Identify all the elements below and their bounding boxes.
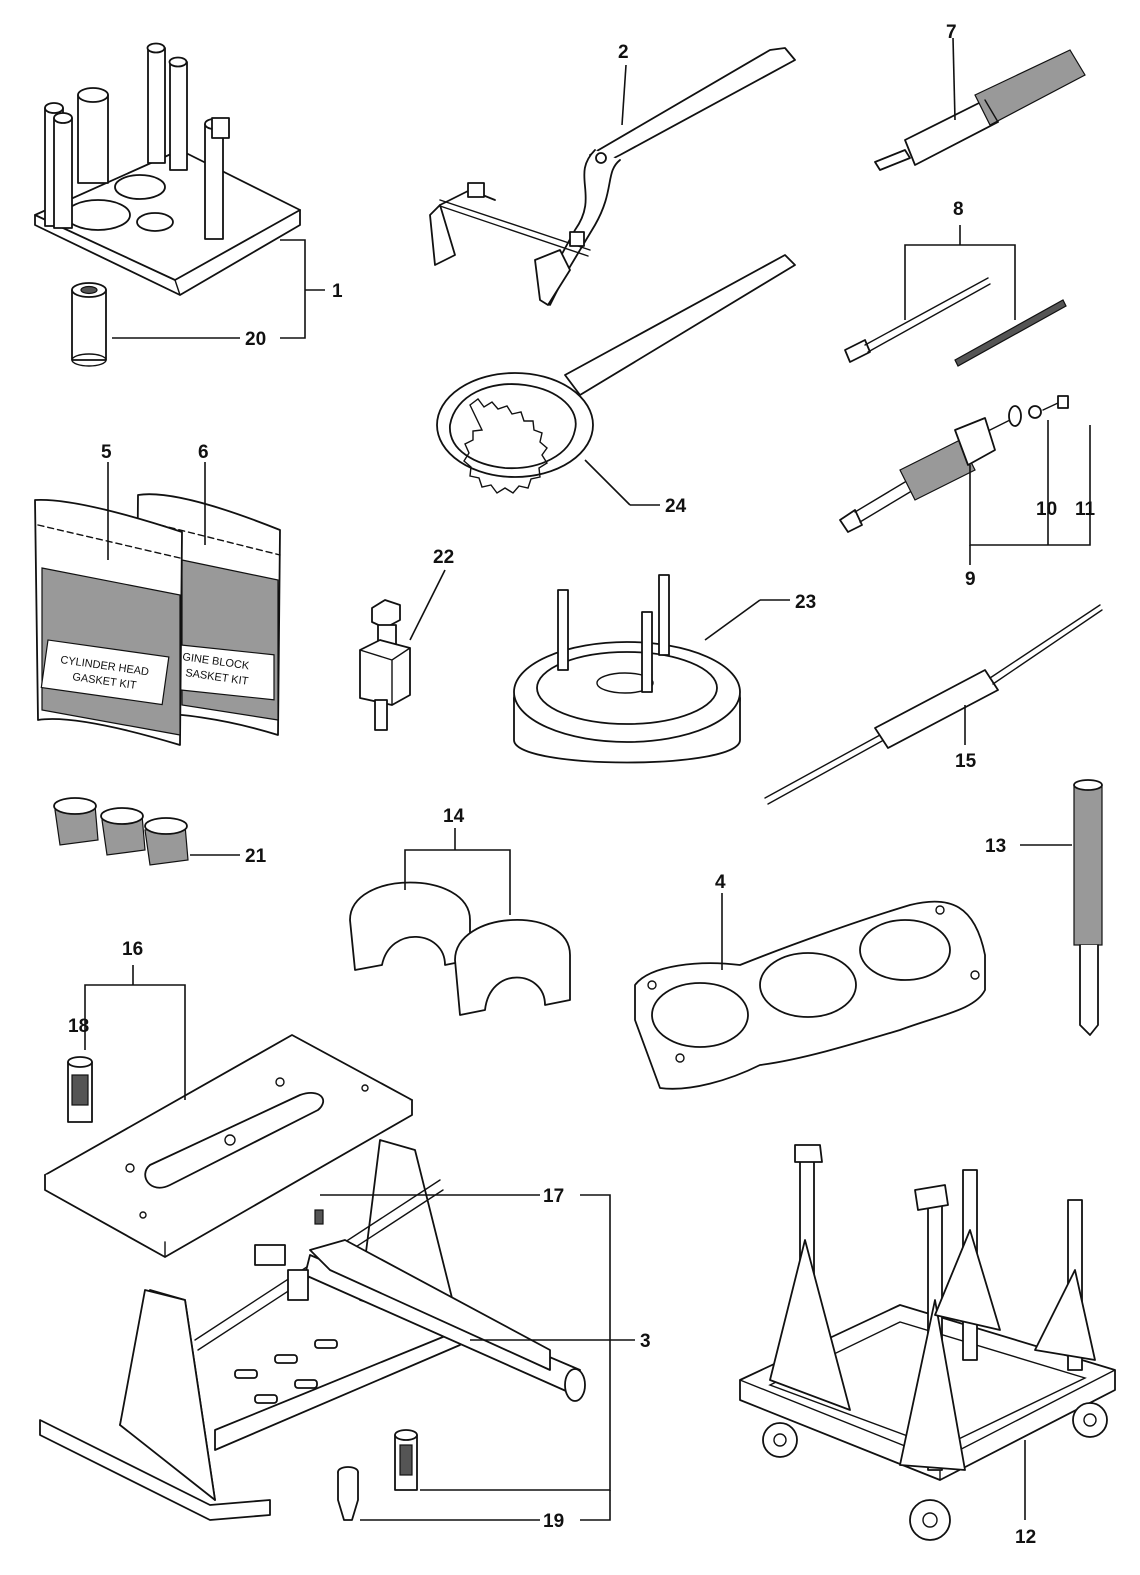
callout-1: 1 xyxy=(332,281,343,302)
callout-5: 5 xyxy=(101,442,112,463)
callout-18: 18 xyxy=(68,1016,89,1037)
callout-15: 15 xyxy=(955,751,977,772)
part-13-threaded-rod xyxy=(1073,779,1103,1036)
part-9-slide-hammer xyxy=(839,405,1022,533)
callout-22: 22 xyxy=(433,547,454,568)
callout-3: 3 xyxy=(640,1331,651,1352)
callout-13: 13 xyxy=(985,836,1006,857)
callout-11: 11 xyxy=(1075,499,1096,520)
callout-17: 17 xyxy=(543,1186,564,1207)
part-5-cylinder-head-gasket-kit: CYLINDER HEAD GASKET KIT xyxy=(34,498,183,746)
part-18-pin-insert xyxy=(67,1056,93,1123)
part-22-bolt-tool xyxy=(359,599,411,731)
part-1-pin-plate xyxy=(34,42,301,296)
part-10-washer xyxy=(1028,405,1042,419)
callout-7: 7 xyxy=(946,22,957,43)
callout-2: 2 xyxy=(618,42,629,63)
part-24-ring-wrench xyxy=(436,254,796,494)
callout-23: 23 xyxy=(795,592,816,613)
callout-14: 14 xyxy=(443,806,465,827)
part-2-spanner-wrench xyxy=(429,47,796,306)
part-23-disk-fixture xyxy=(513,574,741,764)
part-20-sleeve xyxy=(71,282,107,367)
callout-8: 8 xyxy=(953,199,964,220)
callout-20: 20 xyxy=(245,329,266,350)
callout-16: 16 xyxy=(122,939,143,960)
callout-12: 12 xyxy=(1015,1527,1036,1548)
callout-10: 10 xyxy=(1036,499,1057,520)
callout-4: 4 xyxy=(715,872,726,893)
callout-24: 24 xyxy=(665,496,687,517)
callout-19: 19 xyxy=(543,1511,564,1532)
part-15-long-rod xyxy=(764,604,1103,805)
part-16-fixture-plate xyxy=(44,1034,413,1258)
part-3-engine-stand xyxy=(39,1139,586,1521)
callout-9: 9 xyxy=(965,569,976,590)
part-14-half-rings xyxy=(349,881,571,1016)
part-21-knurled-caps xyxy=(53,797,189,866)
part-8-rods xyxy=(844,277,1067,367)
part-7-drift xyxy=(874,49,1086,171)
part-11-screw xyxy=(1042,395,1069,411)
part-12-wheeled-stand xyxy=(739,1144,1116,1541)
leader-1-20 xyxy=(112,239,325,339)
callout-6: 6 xyxy=(198,442,209,463)
part-4-bore-plate xyxy=(634,900,986,1090)
part-19-pins xyxy=(337,1429,418,1521)
callout-21: 21 xyxy=(245,846,267,867)
